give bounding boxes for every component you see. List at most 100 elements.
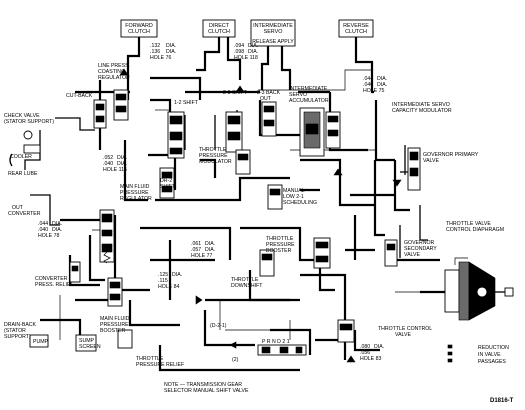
throttle-diaphragm-assembly bbox=[420, 257, 514, 321]
orifice-6-dia-b: DIA. bbox=[205, 247, 215, 253]
orifice-8-size-a: .080 bbox=[360, 344, 370, 350]
main-booster-label-1: MAIN FLUID bbox=[100, 316, 130, 322]
orifice-3-dia-b: DIA. bbox=[377, 82, 387, 88]
orifice-2-size-a: .094 bbox=[234, 43, 244, 49]
converter-label: CONVERTER bbox=[8, 211, 41, 217]
orifice-4-dia-a: DIA. bbox=[117, 155, 127, 161]
tv-diaphragm-label-1: THROTTLE VALVE bbox=[446, 221, 491, 227]
direct-clutch-label-2: CLUTCH bbox=[208, 29, 230, 35]
component-labels: LINE PRESS. COASTING REGULATOR CUT-BACK … bbox=[4, 63, 504, 394]
manual-low-label-2: LOW 2-1 bbox=[283, 194, 304, 200]
orifice-7-size-a: .125 bbox=[158, 272, 168, 278]
manual-low-label-3: SCHEDULING bbox=[283, 200, 317, 206]
orifice-6-dia-a: DIA. bbox=[205, 241, 215, 247]
shift-23-back-label-1: 2-3 BACK bbox=[257, 90, 281, 96]
line-press-label-3: REGULATOR bbox=[98, 75, 130, 81]
orifice-1-size-a: .132 bbox=[150, 43, 160, 49]
throttle-relief-label-2: PRESSURE RELIEF bbox=[136, 362, 184, 368]
servo-accumulator-label-1: INTERMEDIATE bbox=[289, 86, 328, 92]
valve-bodies bbox=[9, 89, 421, 356]
orifice-2-hole: HOLE 118 bbox=[234, 55, 258, 61]
converter-relief-label-2: PRESS. RELIEF bbox=[35, 282, 74, 288]
sump-label-2: SCREEN bbox=[79, 344, 101, 350]
main-regulator-label-2: PRESSURE bbox=[120, 190, 149, 196]
drain-back-label-3: SUPPORT) bbox=[4, 334, 31, 340]
orifice-2-dia-b: DIA. bbox=[248, 49, 258, 55]
orifice-8-dia: DIA. bbox=[374, 344, 384, 350]
intermediate-servo-label-3: RELEASE APPLY bbox=[252, 39, 294, 45]
orifice-1-hole: HOLE 76 bbox=[150, 55, 171, 61]
governor-secondary-label-3: VALVE bbox=[404, 252, 420, 258]
legend-item-1: REDUCTION bbox=[478, 345, 509, 351]
direct-clutch-label-1: DIRECT bbox=[209, 23, 230, 29]
cooler-label: COOLER bbox=[10, 154, 32, 160]
intermediate-servo-label-1: INTERMEDIATE bbox=[253, 23, 293, 29]
servo-accumulator-label-3: ACCUMULATOR bbox=[289, 98, 329, 104]
orifice-6-size-b: .057 bbox=[191, 247, 201, 253]
orifice-7-dia: DIA. bbox=[172, 272, 182, 278]
orifice-5-size-a: .044 bbox=[38, 221, 48, 227]
direct-clutch-box: DIRECT CLUTCH bbox=[202, 19, 236, 38]
orifice-3-size-b: .040 bbox=[363, 82, 373, 88]
forward-clutch-label-2: CLUTCH bbox=[128, 29, 150, 35]
dr2-shift-label-2: SHIFT bbox=[160, 184, 176, 190]
tv-diaphragm-label-2: CONTROL DIAPHRAGM bbox=[446, 227, 504, 233]
forward-clutch-box: FORWARD CLUTCH bbox=[120, 19, 158, 38]
throttle-control-label-2: VALVE bbox=[395, 332, 411, 338]
converter-relief-label-1: CONVERTER bbox=[35, 276, 68, 282]
orifice-8-size-b: .056 bbox=[360, 350, 370, 356]
legend: REDUCTION IN VALVE PASSAGES bbox=[447, 344, 509, 365]
orifice-3-size-a: .044 bbox=[363, 76, 373, 82]
orifice-3-dia-a: DIA. bbox=[377, 76, 387, 82]
cut-back-label: CUT-BACK bbox=[66, 93, 93, 99]
out-label: OUT bbox=[12, 205, 24, 211]
drain-back-label-1: DRAIN-BACK bbox=[4, 322, 37, 328]
line-press-label-2: COASTING bbox=[98, 69, 125, 75]
main-regulator-label-1: MAIN FLUID bbox=[120, 184, 150, 190]
orifice-8-hole: HOLE 83 bbox=[360, 356, 381, 362]
legend-swatch-1 bbox=[447, 344, 453, 349]
orifice-2-dia-a: DIA. bbox=[248, 43, 258, 49]
orifice-4-size-a: .052 bbox=[103, 155, 113, 161]
drain-back-label-2: (STATOR bbox=[4, 328, 26, 334]
orifice-3-hole: HOLE 75 bbox=[363, 88, 384, 94]
throttle-control-label-1: THROTTLE CONTROL bbox=[378, 326, 432, 332]
shift-23-back-label-2: OUT bbox=[260, 96, 272, 102]
throttle-modulator-label-3: MODULATOR bbox=[199, 159, 232, 165]
shift-12-label: 1-2 SHIFT bbox=[174, 100, 199, 106]
orifice-labels: .132 .136 HOLE 76 DIA. DIA. .094 .098 HO… bbox=[38, 43, 387, 362]
throttle-downshift-label-1: THROTTLE bbox=[231, 277, 259, 283]
orifice-7-size-b: .115 bbox=[158, 278, 168, 284]
throttle-booster-label-3: BOOSTER bbox=[266, 248, 292, 254]
governor-primary-label-1: GOVERNOR PRIMARY bbox=[423, 152, 479, 158]
d2-label: (2) bbox=[232, 357, 239, 363]
dr2-shift-label-1: DR-2 bbox=[160, 178, 172, 184]
rear-lube-label: REAR LUBE bbox=[8, 171, 38, 177]
orifice-7-hole: HOLE 84 bbox=[158, 284, 179, 290]
main-booster-label-2: PRESSURE bbox=[100, 322, 129, 328]
check-valve-label-2: (STATOR SUPPORT) bbox=[4, 119, 54, 125]
throttle-modulator-label-1: THROTTLE bbox=[199, 147, 227, 153]
throttle-booster-label-1: THROTTLE bbox=[266, 236, 294, 242]
main-regulator-label-3: REGULATOR bbox=[120, 196, 152, 202]
servo-capacity-label-2: CAPACITY MODULATOR bbox=[392, 108, 452, 114]
orifice-5-dia-b: DIA. bbox=[52, 227, 62, 233]
reverse-clutch-box: REVERSE CLUTCH bbox=[338, 19, 374, 38]
manual-low-label-1: MANUAL bbox=[283, 188, 305, 194]
orifice-4-size-b: .040 bbox=[103, 161, 113, 167]
orifice-5-hole: HOLE 78 bbox=[38, 233, 59, 239]
orifice-1-dia-b: DIA. bbox=[166, 49, 176, 55]
flow-arrows bbox=[119, 68, 402, 363]
throttle-relief-label-1: THROTTLE bbox=[136, 356, 164, 362]
main-booster-label-3: BOOSTER bbox=[100, 328, 126, 334]
check-valve-label-1: CHECK VALVE bbox=[4, 113, 40, 119]
pump-label: PUMP bbox=[33, 339, 49, 345]
note-label-1: NOTE — TRANSMISSION GEAR bbox=[164, 382, 242, 388]
legend-swatch-3 bbox=[447, 358, 453, 363]
legend-item-3: PASSAGES bbox=[478, 359, 506, 365]
throttle-modulator-label-2: PRESSURE bbox=[199, 153, 228, 159]
servo-accumulator-label-2: SERVO bbox=[289, 92, 307, 98]
forward-clutch-label-1: FORWARD bbox=[125, 23, 153, 29]
figure-id: D1816-T bbox=[490, 398, 514, 404]
